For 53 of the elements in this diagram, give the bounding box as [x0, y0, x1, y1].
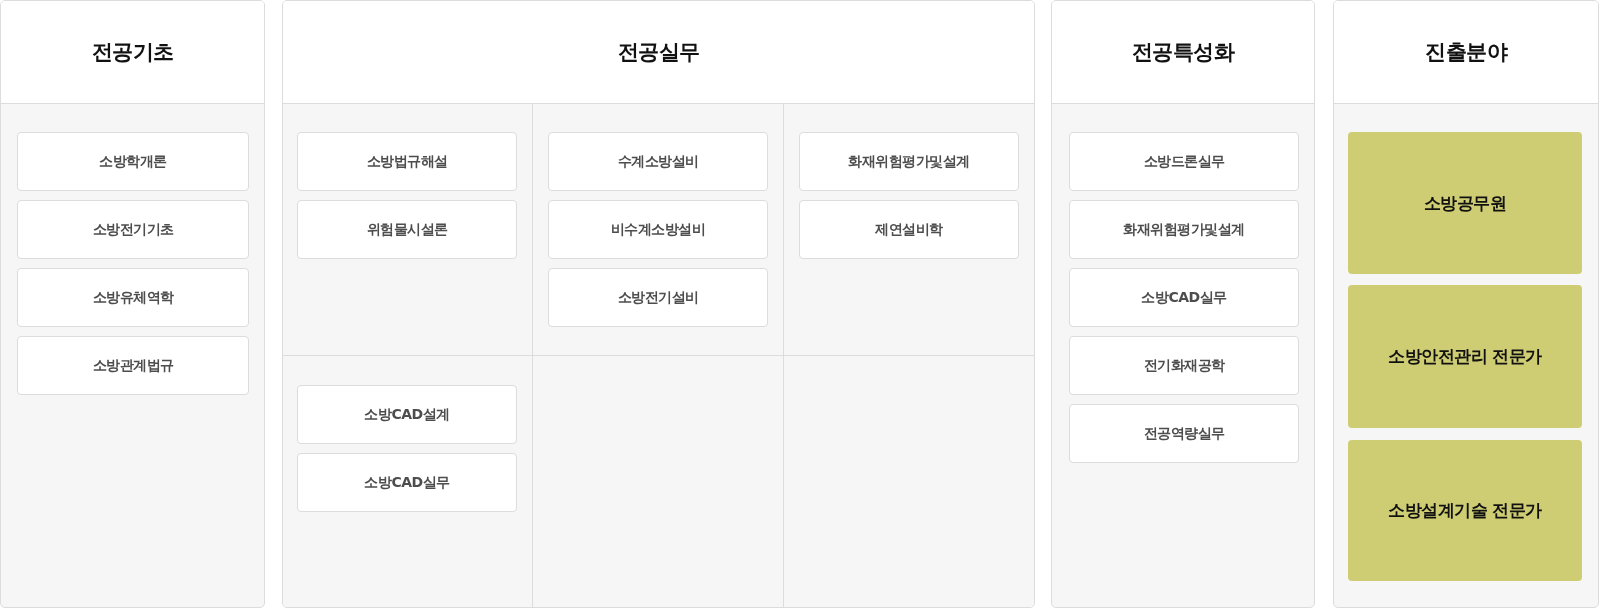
column-heading: 전공특성화	[1131, 39, 1235, 66]
course-card	[548, 268, 768, 327]
course-name: 비수계소방설비	[610, 220, 706, 239]
course-card	[17, 268, 249, 327]
course-name: 위험물시설론	[366, 220, 448, 239]
course-name: 소방관계법규	[92, 356, 174, 375]
course-card	[799, 132, 1019, 191]
course-card	[1069, 200, 1299, 259]
course-name: 소방학개론	[99, 152, 167, 171]
course-name: 전기화재공학	[1143, 356, 1225, 375]
course-card	[548, 200, 768, 259]
course-name: 소방법규해설	[366, 152, 448, 171]
course-name: 제연설비학	[875, 220, 943, 239]
grid-cell	[283, 104, 533, 356]
course-card	[297, 453, 517, 512]
course-name: 소방CAD설계	[364, 405, 450, 424]
course-name: 전공역량실무	[1143, 424, 1225, 443]
course-card	[297, 385, 517, 444]
course-card	[17, 200, 249, 259]
course-name: 화재위험평가및설계	[848, 152, 970, 171]
course-name: 소방유체역학	[92, 288, 174, 307]
career-name: 소방공무원	[1423, 191, 1507, 215]
column-panel	[1333, 0, 1599, 608]
column-heading: 전공기초	[91, 39, 174, 66]
course-card	[548, 132, 768, 191]
career-card	[1348, 440, 1582, 581]
course-card	[17, 336, 249, 395]
course-name: 소방CAD실무	[364, 473, 450, 492]
course-card	[799, 200, 1019, 259]
course-card	[297, 132, 517, 191]
course-name: 소방CAD실무	[1141, 288, 1227, 307]
career-card	[1348, 132, 1582, 274]
course-name: 수계소방설비	[617, 152, 699, 171]
course-card	[1069, 404, 1299, 463]
grid-cell	[283, 356, 533, 607]
course-card	[1069, 268, 1299, 327]
course-card	[1069, 336, 1299, 395]
column-heading: 진출분야	[1425, 39, 1507, 66]
course-card	[297, 200, 517, 259]
column-panel	[1051, 0, 1315, 608]
career-name: 소방안전관리 전문가	[1388, 345, 1542, 368]
column-heading: 전공실무	[617, 39, 700, 66]
grid-cell	[533, 104, 784, 356]
course-name: 소방전기기초	[92, 220, 174, 239]
course-card	[17, 132, 249, 191]
career-card	[1348, 285, 1582, 428]
course-card	[1069, 132, 1299, 191]
course-name: 화재위험평가및설계	[1123, 220, 1245, 239]
course-name: 소방전기설비	[617, 288, 699, 307]
column-panel	[282, 0, 1035, 608]
course-name: 소방드론실무	[1143, 152, 1225, 171]
career-name: 소방설계기술 전문가	[1388, 499, 1542, 522]
column-panel	[0, 0, 265, 608]
